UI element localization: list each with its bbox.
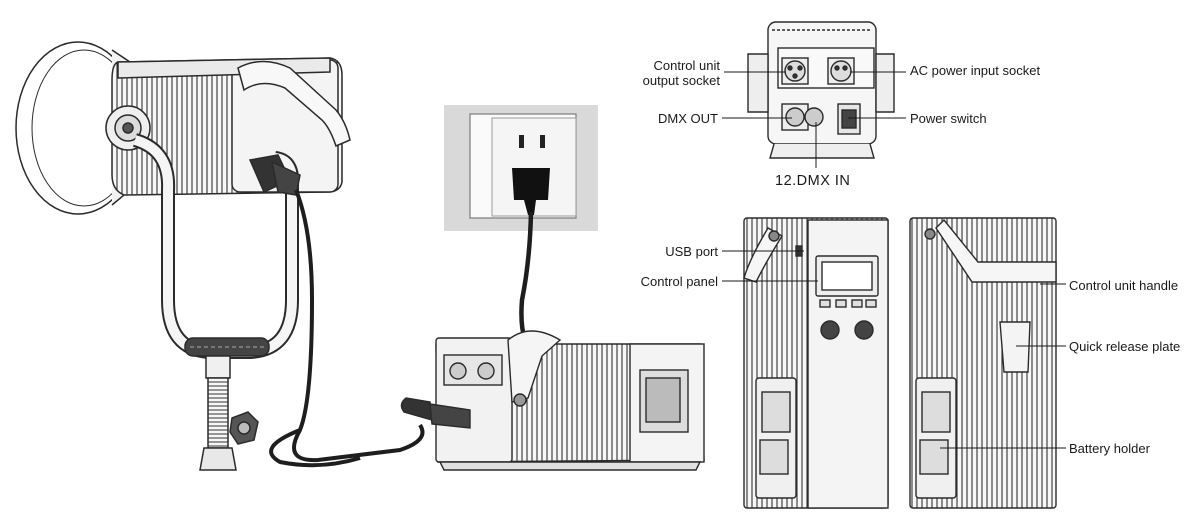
label-control-unit-output-socket-line2: output socket [642, 73, 720, 88]
label-power-switch: Power switch [910, 111, 987, 126]
label-control-unit-output-socket-line1: Control unit [653, 58, 720, 73]
wall-outlet [444, 105, 598, 231]
control-unit-side-back [909, 217, 1057, 509]
control-unit-side-front [743, 217, 889, 509]
label-control-panel: Control panel [640, 274, 718, 289]
head-cable [292, 189, 425, 463]
head-cable-loop [269, 428, 361, 468]
label-usb-port: USB port [665, 244, 718, 259]
label-ac-power-input-socket: AC power input socket [910, 63, 1041, 78]
label-battery-holder: Battery holder [1069, 441, 1150, 456]
label-dmx-out: DMX OUT [658, 111, 718, 126]
control-unit-rear-panel [747, 21, 895, 159]
leader-lines [722, 71, 1066, 449]
light-head-illustration [15, 41, 351, 471]
label-quick-release-plate: Quick release plate [1069, 339, 1181, 354]
label-control-unit-output-socket: Control unit output socket [600, 58, 720, 88]
label-control-unit-handle: Control unit handle [1069, 278, 1179, 293]
label-dmx-in: 12.DMX IN [775, 173, 851, 189]
power-cable [519, 211, 534, 341]
control-unit-illustration [400, 330, 705, 471]
